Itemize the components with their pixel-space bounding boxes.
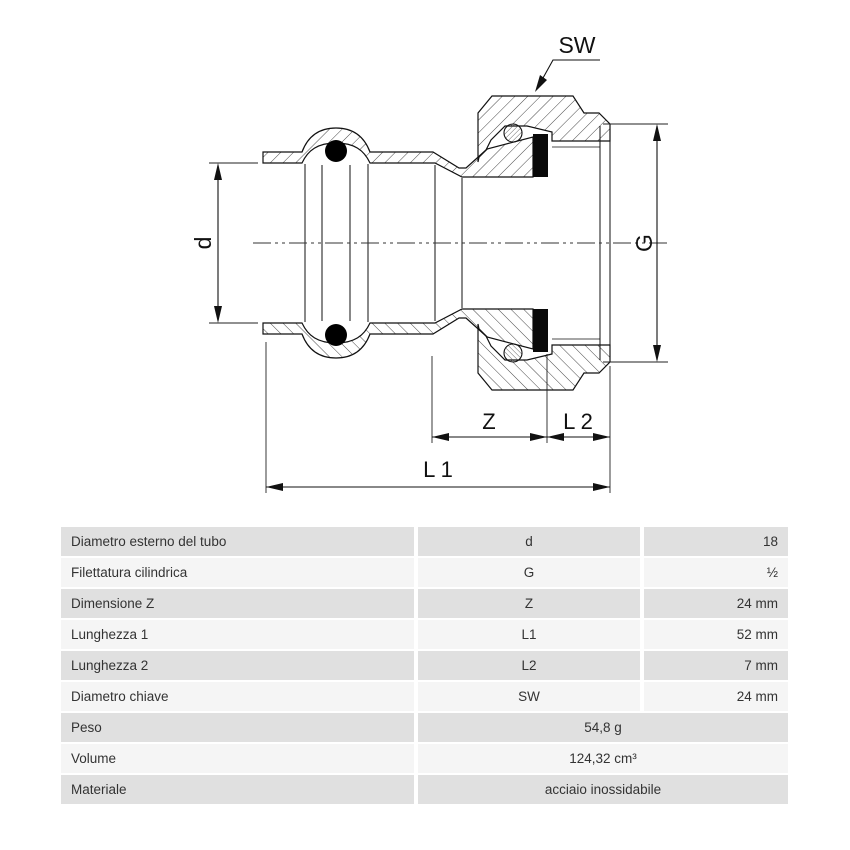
spec-name: Volume <box>61 744 414 773</box>
spec-symbol: Z <box>418 589 640 618</box>
fitting-section-top-half <box>262 95 611 243</box>
dimension-lines <box>217 59 658 488</box>
extension-lines <box>209 123 668 493</box>
spec-name: Lunghezza 2 <box>61 651 414 680</box>
spec-symbol: L1 <box>418 620 640 649</box>
spec-name: Materiale <box>61 775 414 804</box>
spec-name: Diametro chiave <box>61 682 414 711</box>
flat-gasket <box>533 134 548 177</box>
spec-name: Diametro esterno del tubo <box>61 527 414 556</box>
dimension-label-d: d <box>190 237 216 250</box>
dimension-label-z: Z <box>482 409 495 434</box>
spec-value: 18 <box>644 527 788 556</box>
spec-value: 54,8 g <box>418 713 788 742</box>
union-nut-section <box>477 95 611 163</box>
nut-seal-ring <box>503 123 523 143</box>
spec-value: 52 mm <box>644 620 788 649</box>
fitting-section-bottom-half <box>262 242 611 391</box>
press-o-ring <box>325 140 347 162</box>
spec-value: ½ <box>644 558 788 587</box>
spec-value: 24 mm <box>644 682 788 711</box>
dimension-label-l2: L 2 <box>563 409 593 434</box>
contour-lines <box>304 124 611 243</box>
spec-value: 24 mm <box>644 589 788 618</box>
spec-symbol: d <box>418 527 640 556</box>
dimension-label-g: G <box>631 234 657 252</box>
dimension-label-sw: SW <box>558 32 595 58</box>
spec-value: 124,32 cm³ <box>418 744 788 773</box>
spec-value: acciaio inossidabile <box>418 775 788 804</box>
dimension-label-l1: L 1 <box>423 457 453 482</box>
spec-name: Peso <box>61 713 414 742</box>
spec-name: Filettatura cilindrica <box>61 558 414 587</box>
spec-symbol: L2 <box>418 651 640 680</box>
spec-symbol: SW <box>418 682 640 711</box>
technical-drawing: SW d G Z L 2 L 1 <box>190 32 670 493</box>
spec-table: Diametro esterno del tubo d 18 Filettatu… <box>61 527 788 804</box>
spec-value: 7 mm <box>644 651 788 680</box>
drawing-area: SW d G Z L 2 L 1 <box>190 32 670 493</box>
spec-name: Dimensione Z <box>61 589 414 618</box>
dimension-arrowheads <box>214 75 661 491</box>
spec-name: Lunghezza 1 <box>61 620 414 649</box>
spec-symbol: G <box>418 558 640 587</box>
